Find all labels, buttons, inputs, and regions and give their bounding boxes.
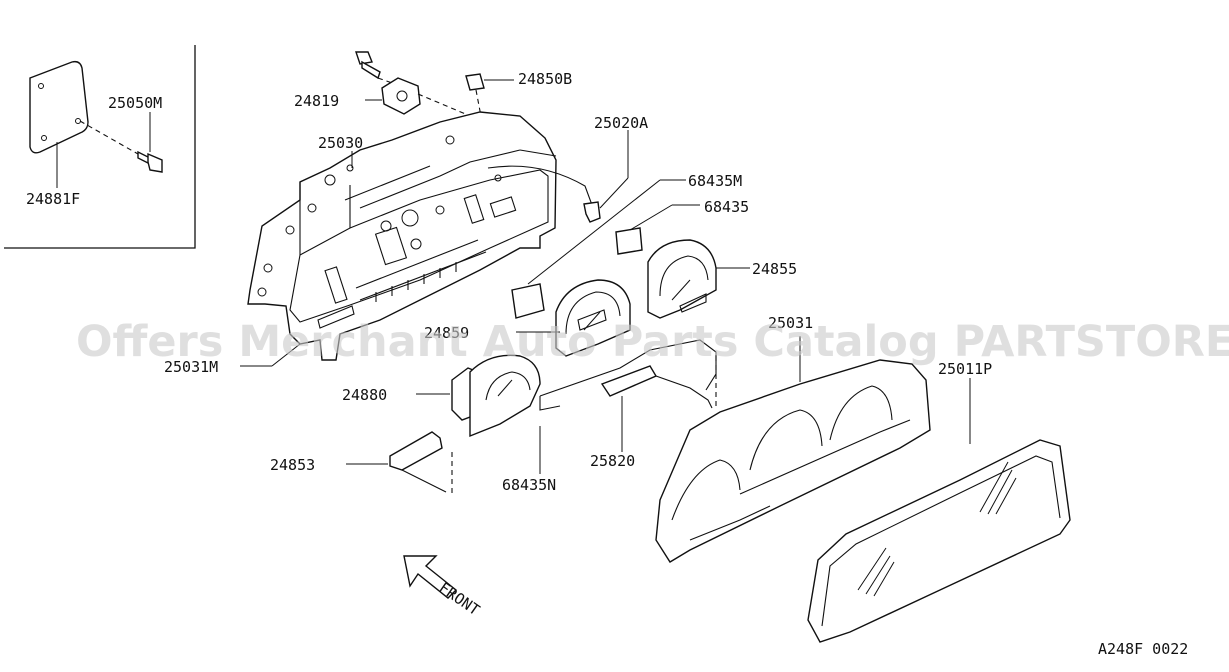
front-label: FRONT	[436, 579, 483, 620]
small-gauge-part-24880	[416, 354, 541, 438]
cover-glass-part-25011p	[807, 378, 1071, 643]
bulb-socket-part-25020a	[583, 130, 629, 223]
label-24881f: 24881F	[26, 190, 80, 208]
clip-part-24850b	[465, 73, 514, 133]
watermark-text: Offers Merchant Auto Parts Catalog PARTS…	[76, 317, 1229, 367]
label-25030: 25030	[318, 134, 363, 152]
film-plate-part-68435m	[511, 179, 686, 319]
label-24819: 24819	[294, 92, 339, 110]
label-25020a: 25020A	[594, 114, 648, 132]
label-68435: 68435	[704, 198, 749, 216]
label-68435m: 68435M	[688, 172, 742, 190]
label-68435n: 68435N	[502, 476, 556, 494]
meter-housing-part-25030	[247, 111, 593, 361]
leader-25031m	[240, 343, 301, 367]
front-arrow-icon	[403, 555, 458, 599]
connector-part-24853	[346, 431, 453, 494]
label-25031: 25031	[768, 314, 813, 332]
label-25820: 25820	[590, 452, 635, 470]
finisher-part-25031	[655, 336, 931, 563]
film-plate-part-68435	[615, 204, 700, 255]
cover-plate-part	[29, 60, 139, 188]
label-24855: 24855	[752, 260, 797, 278]
label-24850b: 24850B	[518, 70, 572, 88]
label-25031m: 25031M	[164, 358, 218, 376]
bracket-part-24819	[355, 51, 476, 119]
label-24880: 24880	[342, 386, 387, 404]
label-24853: 24853	[270, 456, 315, 474]
label-24859: 24859	[424, 324, 469, 342]
inset-box	[4, 45, 196, 249]
diagram-code: A248F 0022	[1098, 640, 1188, 658]
printed-circuit-part-25820	[539, 339, 717, 474]
label-25050m: 25050M	[108, 94, 162, 112]
speedometer-part-24859	[516, 279, 631, 357]
label-25011p: 25011P	[938, 360, 992, 378]
tachometer-part-24855	[647, 239, 750, 319]
screw-part-25050m	[137, 112, 163, 173]
